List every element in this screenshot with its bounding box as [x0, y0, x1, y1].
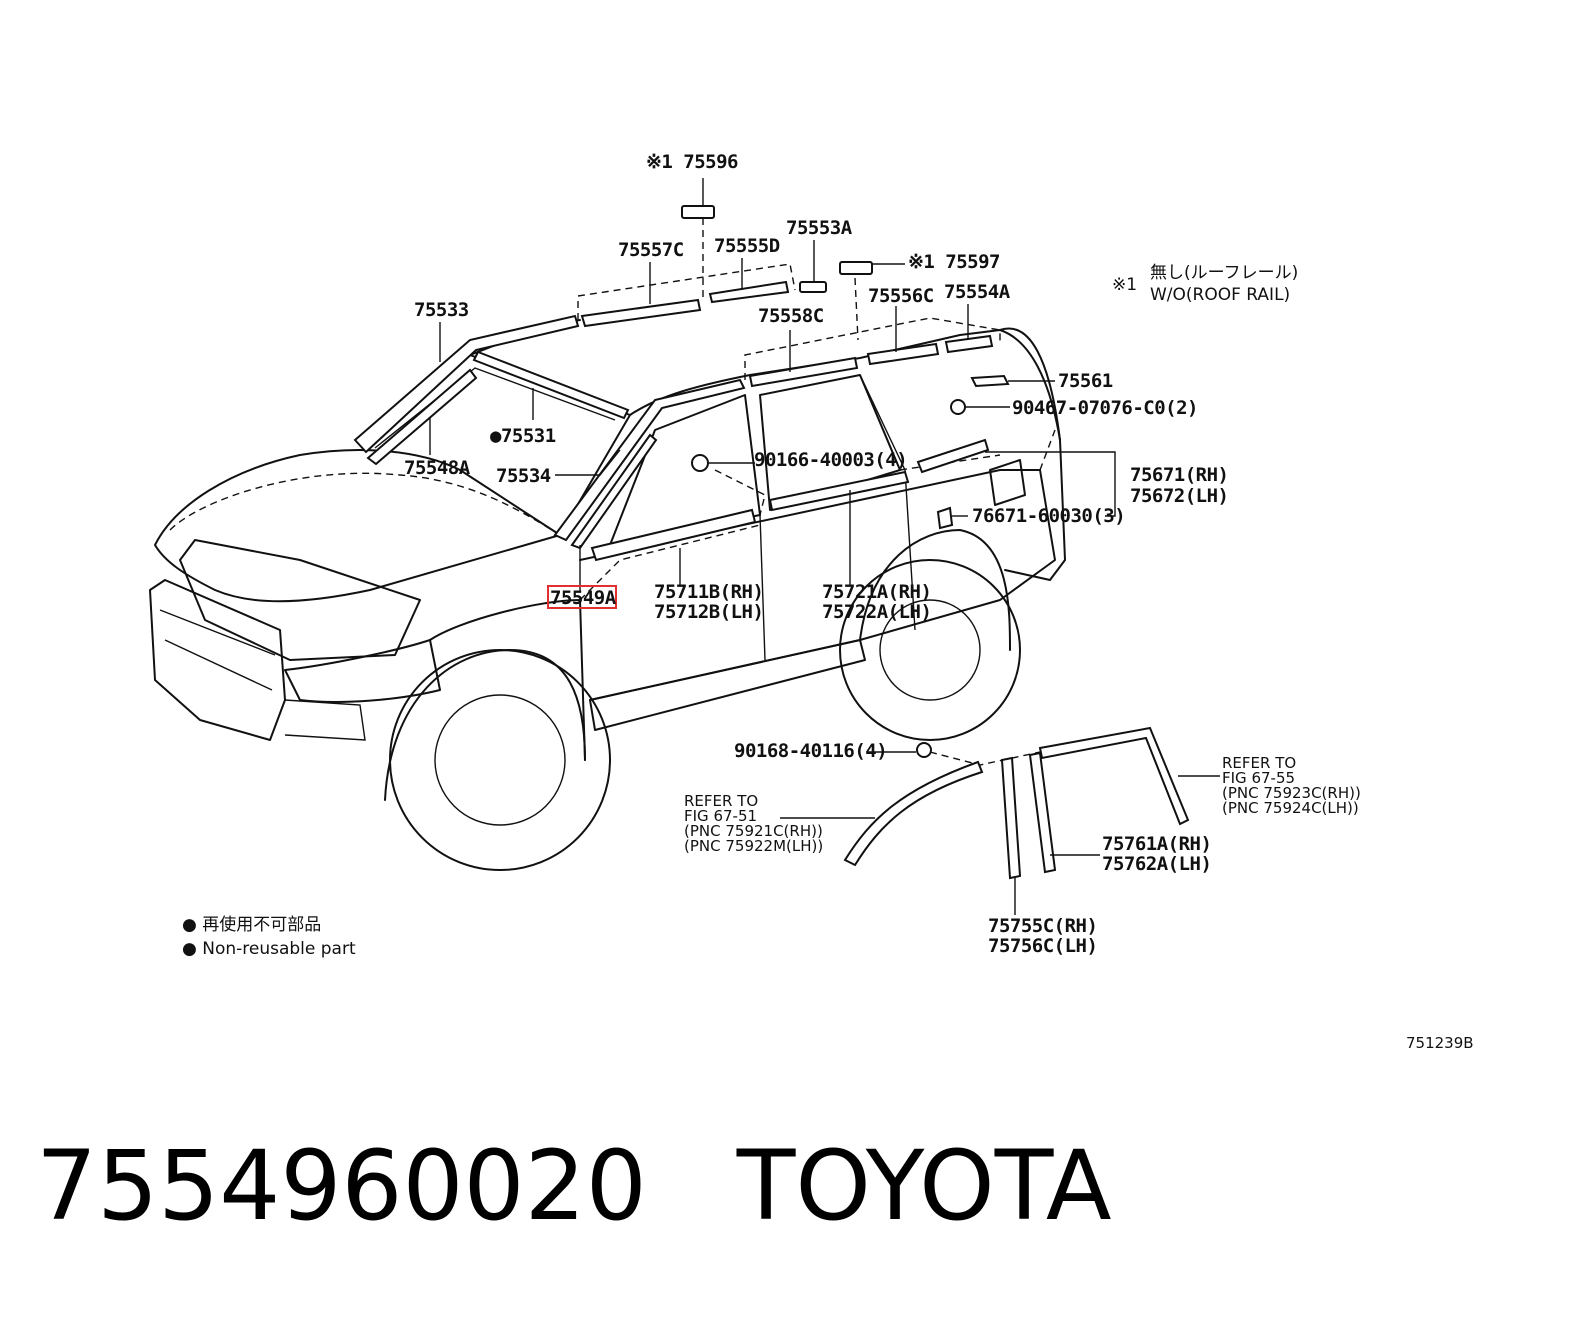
moulding-75558c — [748, 356, 859, 388]
bumper-lines — [159, 609, 366, 741]
moulding-75923c — [1038, 726, 1190, 826]
roof-note-en: W/O(ROOF RAIL) — [1150, 285, 1290, 305]
label-75531: ●75531 — [490, 425, 556, 447]
ref1-line1: REFER TO — [684, 792, 758, 810]
moulding-75711b — [590, 508, 757, 562]
label-75712b: 75712B(LH) — [654, 601, 763, 623]
moulding-75755c — [1000, 756, 1022, 880]
clip-76671 — [936, 506, 954, 530]
label-75554a: 75554A — [944, 281, 1011, 303]
label-75553a: 75553A — [786, 217, 853, 239]
label-75722a: 75722A(LH) — [822, 601, 931, 623]
moulding-75534 — [553, 378, 746, 542]
label-75555d: 75555D — [714, 235, 780, 257]
roof-note-mark: ※1 — [1112, 275, 1137, 295]
front-bumper — [149, 579, 286, 741]
moulding-75533 — [353, 314, 580, 454]
clip-90166 — [691, 454, 709, 472]
label-75549a: 75549A — [550, 587, 617, 609]
reference-notes: REFER TO FIG 67-51 (PNC 75921C(RH)) (PNC… — [684, 754, 1361, 855]
callout-labels: ※1 75596 75557C 75555D 75553A ※1 75597 7… — [404, 151, 1229, 957]
ref1-line2: FIG 67-51 — [684, 807, 757, 825]
label-75762a: 75762A(LH) — [1102, 853, 1211, 875]
clip-90168 — [916, 742, 932, 758]
moulding-75556c — [866, 342, 940, 366]
roof-rail-note: ※1 無し(ルーフレール) W/O(ROOF RAIL) — [1112, 263, 1298, 305]
label-75561: 75561 — [1058, 370, 1113, 392]
moulding-75921c — [843, 760, 984, 867]
rear-wheel — [839, 559, 1021, 741]
rear-wheel-hub — [879, 599, 981, 701]
bracket-75561 — [970, 374, 1010, 388]
roof-note-jp: 無し(ルーフレール) — [1150, 263, 1298, 283]
label-75534: 75534 — [496, 465, 551, 487]
label-90166: 90166-40003(4) — [754, 449, 907, 471]
moulding-75549a — [570, 433, 658, 550]
figure-code: 751239B — [1406, 1034, 1474, 1052]
moulding-parts — [353, 205, 1190, 880]
ref1-line4: (PNC 75922M(LH)) — [684, 837, 823, 855]
hood-outline — [154, 449, 561, 603]
moulding-75531 — [472, 350, 630, 420]
highlight-box-75549a — [547, 585, 617, 609]
ref2-line1: REFER TO — [1222, 754, 1296, 772]
clip-leader-75597 — [854, 277, 859, 341]
label-75597: ※1 75597 — [908, 251, 1000, 273]
moulding-75555d — [708, 280, 790, 304]
label-75671: 75671(RH) — [1130, 464, 1228, 486]
label-75721a: 75721A(RH) — [822, 581, 931, 603]
label-75755c: 75755C(RH) — [988, 915, 1097, 937]
label-76671: 76671-60030(3) — [972, 505, 1125, 527]
moulding-75548a — [366, 368, 478, 466]
headlamp — [284, 639, 441, 703]
label-75761a: 75761A(RH) — [1102, 833, 1211, 855]
clip-75596 — [681, 205, 715, 219]
legend: ● 再使用不可部品 ● Non-reusable part — [182, 914, 356, 959]
label-90467: 90467-07076-C0(2) — [1012, 397, 1198, 419]
ref2-line4: (PNC 75924C(LH)) — [1222, 799, 1359, 817]
cover-75553a — [799, 281, 827, 293]
label-75548a: 75548A — [404, 457, 471, 479]
moulding-75721a — [768, 470, 910, 512]
moulding-75671 — [916, 438, 990, 474]
roof-bracket-left — [577, 263, 796, 320]
label-75596: ※1 75596 — [646, 151, 738, 173]
rear-quarter — [999, 327, 1066, 581]
label-75558c: 75558C — [758, 305, 824, 327]
label-75533: 75533 — [414, 299, 469, 321]
clip-leader-90168 — [929, 751, 1041, 766]
label-75711b: 75711B(RH) — [654, 581, 763, 603]
front-wheel — [389, 649, 611, 871]
fuel-lid — [989, 459, 1026, 506]
moulding-75554a — [944, 334, 994, 354]
grille — [179, 539, 421, 661]
clip-75597 — [839, 261, 873, 275]
moulding-75761a — [1028, 751, 1057, 874]
ref1-line3: (PNC 75921C(RH)) — [684, 822, 823, 840]
ref2-line2: FIG 67-55 — [1222, 769, 1295, 787]
clip-leader-90166 — [714, 469, 766, 516]
leader-lines — [429, 178, 1220, 915]
label-75556c: 75556C — [868, 285, 934, 307]
hidden-outline — [169, 429, 1056, 601]
front-fender — [429, 599, 586, 761]
label-75672: 75672(LH) — [1130, 485, 1228, 507]
brand-name: TOYOTA — [736, 1130, 1112, 1242]
windshield-inner — [374, 367, 616, 449]
ref2-line3: (PNC 75923C(RH)) — [1222, 784, 1361, 802]
part-number: 7554960020 — [36, 1130, 647, 1242]
legend-en: ● Non-reusable part — [182, 939, 356, 959]
label-75756c: 75756C(LH) — [988, 935, 1097, 957]
sill — [589, 639, 866, 731]
label-75557c: 75557C — [618, 239, 684, 261]
label-90168: 90168-40116(4) — [734, 740, 887, 762]
front-wheel-hub — [434, 694, 566, 826]
moulding-75557c — [580, 298, 702, 328]
clip-90467 — [950, 399, 966, 415]
legend-jp: ● 再使用不可部品 — [182, 914, 321, 935]
roof-bracket-right — [744, 317, 1001, 380]
